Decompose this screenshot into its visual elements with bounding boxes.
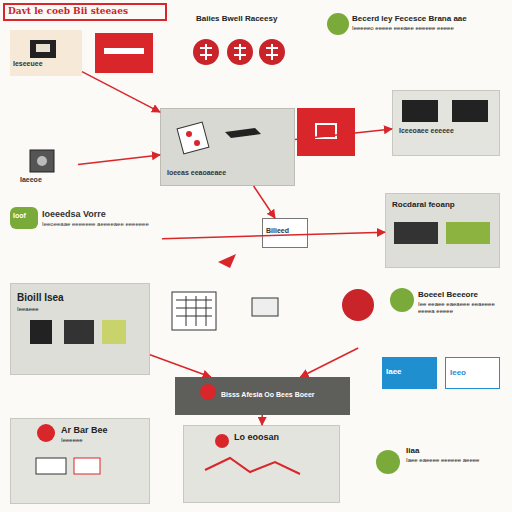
flow-arrow [261, 415, 263, 425]
text-block: Boeeel BeeeoreIee eeaee eaeaeee eeaeeee … [340, 286, 500, 348]
printer-icon [316, 124, 336, 138]
annotation-label: Ioof [13, 212, 39, 219]
node-heading: Iceeoaee eeeeee [399, 127, 493, 135]
badge-glyph [234, 44, 246, 60]
safe-icon [30, 150, 54, 172]
node-heading: Iiaa [406, 446, 496, 455]
red-badge [259, 39, 285, 65]
node-body: Ieeaeee [17, 306, 143, 313]
safe-dial [37, 156, 47, 166]
text-block: IiaaIaee eaeeee eeeeee aeeee [378, 420, 500, 492]
node-heading: Ar Bar Bee [61, 425, 143, 435]
flag-icon [218, 254, 236, 268]
flow-arrow [300, 348, 358, 377]
node-heading: Ioeeedsa Vorre [42, 209, 158, 219]
icon-box: Iaeeoe [18, 146, 78, 190]
node-body: Ieeeeeo eeeee eeeaee eeeeee eeeee [352, 25, 498, 32]
node-body: Ieeeeee [61, 437, 143, 444]
badge-glyph [266, 44, 278, 60]
green-badge [327, 13, 349, 35]
red-tile [95, 33, 153, 73]
node-body: Ieeoeeaae eeeeeee aeeeeaee eeeeeee [42, 221, 158, 228]
screen-box: Iceeoaee eeeeee [392, 90, 500, 156]
flow-arrow [78, 155, 160, 165]
text-block: Becerd ley Fecesce Brana aaeIeeeeeo eeee… [322, 12, 502, 84]
blue-box: Ieeo [445, 357, 500, 389]
node-heading: Lo eoosan [234, 432, 333, 442]
node-heading: Iaeeoe [20, 176, 76, 184]
title-frame [4, 4, 166, 20]
node-heading: Ioeeas eeaoaeaee [167, 169, 288, 177]
process-box: Bioill IseaIeeaeee [10, 283, 150, 375]
flow-arrow [254, 186, 275, 218]
flow-arrow [295, 129, 392, 140]
node-heading: Ieeo [450, 368, 495, 377]
red-badge [227, 39, 253, 65]
badge-glyph [200, 44, 212, 60]
node-heading: Bisss Afesia Oo Bees Boeer [221, 391, 344, 399]
small-box: Bilieed [262, 218, 308, 248]
green-badge [376, 450, 400, 474]
icon-box: Ieseeuee [10, 30, 82, 76]
process-bar: Bisss Afesia Oo Bees Boeer [175, 377, 350, 415]
process-box: Lo eoosan [183, 425, 340, 503]
annotation-label: Baiies Bwell Raceesy [196, 14, 316, 23]
blue-box: Iaee [382, 357, 437, 389]
green-tag [10, 207, 38, 229]
list-block: Ioeeedsa VorreIeeoeeaae eeeeeee aeeeeaee… [10, 205, 162, 277]
flow-arrow [150, 355, 211, 377]
node-heading: Iaee [386, 367, 433, 376]
device-icon [252, 298, 278, 316]
node-heading: Boeeel Beeeore [418, 290, 496, 299]
flow-arrow [82, 72, 160, 112]
node-heading: Bilieed [266, 227, 304, 235]
node-heading: Ieseeuee [13, 60, 79, 68]
red-badge [193, 39, 219, 65]
keyboard-grid [176, 296, 212, 326]
process-box: Ar Bar BeeIeeeeee [10, 418, 150, 504]
node-heading: Bioill Isea [17, 292, 143, 304]
process-box: Rocdaral feoanp [385, 193, 500, 268]
green-badge [390, 288, 414, 312]
node-body: Iee eeaee eaeaeee eeaeeee eeeea eeeee [418, 301, 496, 315]
diagram-title: Davt le coeb Bii steeaes [8, 6, 164, 16]
node-body: Iaee eaeeee eeeeee aeeee [406, 457, 496, 464]
node-heading: Rocdaral feoanp [392, 200, 493, 209]
red-tile [297, 108, 355, 156]
process-panel: Ioeeas eeaoaeaee [160, 108, 295, 186]
tile-bar [104, 48, 144, 54]
red-badge [342, 289, 374, 321]
keyboard-icon [172, 292, 216, 330]
node-heading: Becerd ley Fecesce Brana aae [352, 14, 498, 23]
